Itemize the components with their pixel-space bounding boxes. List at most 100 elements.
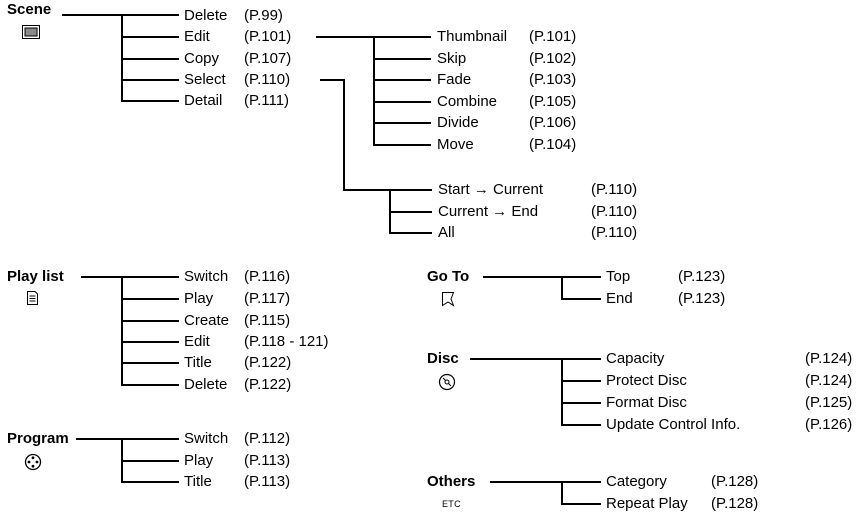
goto-item-page: (P.123) <box>678 268 726 285</box>
playlist-item-label: Play <box>184 290 214 307</box>
playlist-item-page: (P.118 - 121) <box>244 333 329 350</box>
playlist-item-label: Title <box>184 354 212 371</box>
goto-item-label: Top <box>606 268 631 285</box>
scene-item-page: (P.99) <box>244 7 283 24</box>
select-connector <box>343 189 391 191</box>
scene-branch <box>121 100 179 102</box>
edit-branch <box>373 58 431 60</box>
others-branch <box>561 503 601 505</box>
goto-icon <box>442 292 455 307</box>
edit-connector <box>316 36 374 38</box>
scene-icon <box>22 25 40 39</box>
others-branch <box>561 481 601 483</box>
select-item-label: Start → Current <box>438 181 544 198</box>
playlist-item-label: Delete <box>184 376 228 393</box>
playlist-connector <box>81 276 123 278</box>
scene-item-label: Detail <box>184 92 223 109</box>
edit-item-label: Thumbnail <box>437 28 508 45</box>
edit-branch <box>373 122 431 124</box>
scene-branch <box>121 79 179 81</box>
playlist-item-page: (P.122) <box>244 376 292 393</box>
program-title: Program <box>7 430 69 447</box>
others-connector <box>490 481 563 483</box>
goto-trunk <box>561 276 563 300</box>
edit-item-page: (P.104) <box>529 136 577 153</box>
edit-branch <box>373 79 431 81</box>
playlist-item-page: (P.116) <box>244 268 291 285</box>
scene-branch <box>121 14 179 16</box>
edit-branch <box>373 144 431 146</box>
goto-item-page: (P.123) <box>678 290 726 307</box>
disc-item-label: Format Disc <box>606 394 687 411</box>
disc-item-page: (P.125) <box>805 394 853 411</box>
others-item-page: (P.128) <box>711 495 759 512</box>
playlist-branch <box>121 341 179 343</box>
select-item-page: (P.110) <box>591 224 638 241</box>
program-icon <box>24 453 42 471</box>
scene-item-page: (P.101) <box>244 28 292 45</box>
select-connector <box>320 79 345 81</box>
select-branch <box>389 189 432 191</box>
scene-item-label: Select <box>184 71 226 88</box>
disc-branch <box>561 380 601 382</box>
scene-item-page: (P.110) <box>244 71 291 88</box>
edit-item-label: Skip <box>437 50 467 67</box>
disc-item-page: (P.124) <box>805 350 853 367</box>
edit-item-page: (P.103) <box>529 71 577 88</box>
edit-item-page: (P.105) <box>529 93 577 110</box>
playlist-item-page: (P.122) <box>244 354 292 371</box>
program-connector <box>76 438 123 440</box>
disc-connector <box>470 358 563 360</box>
scene-connector <box>62 14 122 16</box>
playlist-branch <box>121 362 179 364</box>
playlist-item-label: Create <box>184 312 230 329</box>
disc-item-page: (P.126) <box>805 416 853 433</box>
select-drop <box>343 79 345 191</box>
disc-trunk <box>561 358 563 426</box>
playlist-item-page: (P.117) <box>244 290 291 307</box>
others-item-label: Category <box>606 473 667 490</box>
edit-item-label: Divide <box>437 114 479 131</box>
program-item-label: Title <box>184 473 212 490</box>
playlist-item-label: Switch <box>184 268 229 285</box>
playlist-branch <box>121 276 179 278</box>
scene-item-page: (P.111) <box>244 92 290 109</box>
goto-connector <box>483 276 563 278</box>
edit-item-label: Combine <box>437 93 498 110</box>
disc-branch <box>561 402 601 404</box>
scene-title: Scene <box>7 1 52 18</box>
edit-item-label: Fade <box>437 71 472 88</box>
goto-branch <box>561 298 601 300</box>
program-item-page: (P.113) <box>244 452 291 469</box>
edit-item-page: (P.101) <box>529 28 577 45</box>
playlist-item-page: (P.115) <box>244 312 291 329</box>
scene-item-label: Edit <box>184 28 210 45</box>
others-item-page: (P.128) <box>711 473 759 490</box>
disc-branch <box>561 358 601 360</box>
disc-title: Disc <box>427 350 459 367</box>
playlist-branch <box>121 298 179 300</box>
disc-item-label: Update Control Info. <box>606 416 741 433</box>
edit-branch <box>373 36 431 38</box>
select-item-label: Current → End <box>438 203 539 220</box>
disc-item-label: Protect Disc <box>606 372 687 389</box>
playlist-icon <box>27 291 38 305</box>
others-title: Others <box>427 473 476 490</box>
edit-item-label: Move <box>437 136 474 153</box>
goto-title: Go To <box>427 268 470 285</box>
disc-branch <box>561 424 601 426</box>
program-branch <box>121 438 179 440</box>
others-trunk <box>561 481 563 505</box>
others-item-label: Repeat Play <box>606 495 688 512</box>
playlist-item-label: Edit <box>184 333 210 350</box>
playlist-branch <box>121 320 179 322</box>
program-item-page: (P.113) <box>244 473 291 490</box>
program-item-page: (P.112) <box>244 430 291 447</box>
goto-item-label: End <box>606 290 633 307</box>
program-branch <box>121 481 179 483</box>
select-branch <box>389 211 432 213</box>
scene-item-page: (P.107) <box>244 50 292 67</box>
scene-branch <box>121 58 179 60</box>
select-item-page: (P.110) <box>591 203 638 220</box>
edit-trunk <box>373 36 375 146</box>
